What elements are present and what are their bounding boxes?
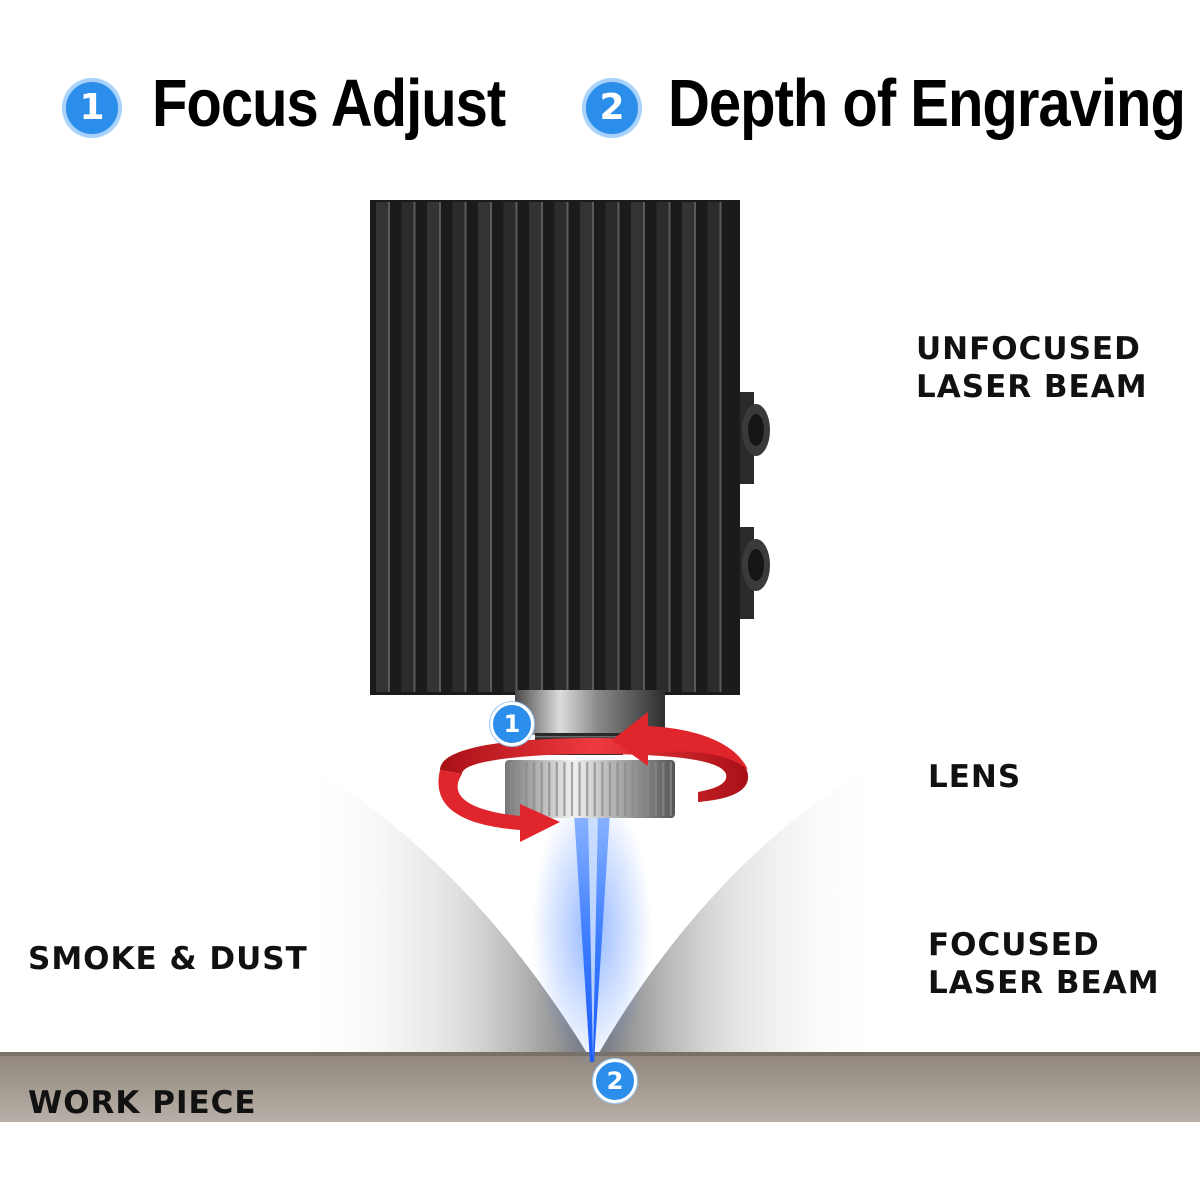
step1-badge: 1 [62, 78, 122, 138]
lens-label: LENS [928, 759, 1022, 795]
smoke-right [596, 760, 880, 1058]
mount-screw-bottom [740, 527, 770, 619]
depth-of-engraving-title: Depth of Engraving [668, 66, 1186, 141]
focus-adjust-title: Focus Adjust [152, 66, 506, 141]
unfocused-beam-label: UNFOCUSED LASER BEAM [916, 331, 1148, 405]
smoke-left [300, 760, 590, 1058]
rotation-arrow-pointer [612, 712, 748, 770]
heat-sink-fins [376, 202, 722, 692]
rotation-arrow-front [438, 770, 560, 842]
rotation-arrow-back [440, 738, 749, 802]
step2-badge: 2 [582, 78, 642, 138]
work-piece-label: WORK PIECE [28, 1085, 257, 1121]
focus-point-marker: 2 [593, 1059, 637, 1103]
smoke-dust-label: SMOKE & DUST [28, 941, 308, 977]
focused-beam-label: FOCUSED LASER BEAM [928, 927, 1160, 1001]
lens-marker: 1 [490, 702, 534, 746]
mount-screw-top [740, 392, 770, 484]
